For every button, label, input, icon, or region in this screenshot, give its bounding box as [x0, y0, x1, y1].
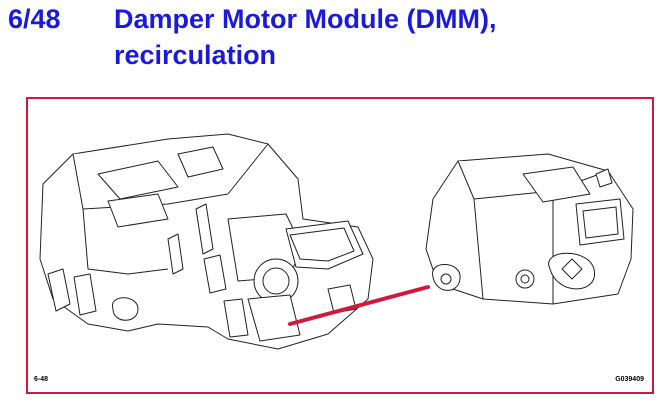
heading: 6/48 Damper Motor Module (DMM), recircul…: [0, 0, 672, 80]
figure-number-label: 6-48: [34, 376, 49, 383]
page-title-line-1: Damper Motor Module (DMM),: [114, 4, 497, 34]
figure-code-label: G039409: [615, 376, 644, 383]
hvac-housing-drawing: [39, 133, 374, 350]
figure-frame: 6-48 G039409: [26, 97, 654, 394]
section-number: 6/48: [8, 4, 61, 34]
illustration: [39, 133, 634, 350]
page-title-line-2: recirculation: [114, 40, 277, 70]
pointer-line: [288, 285, 430, 326]
damper-motor-module-drawing: [425, 153, 634, 305]
